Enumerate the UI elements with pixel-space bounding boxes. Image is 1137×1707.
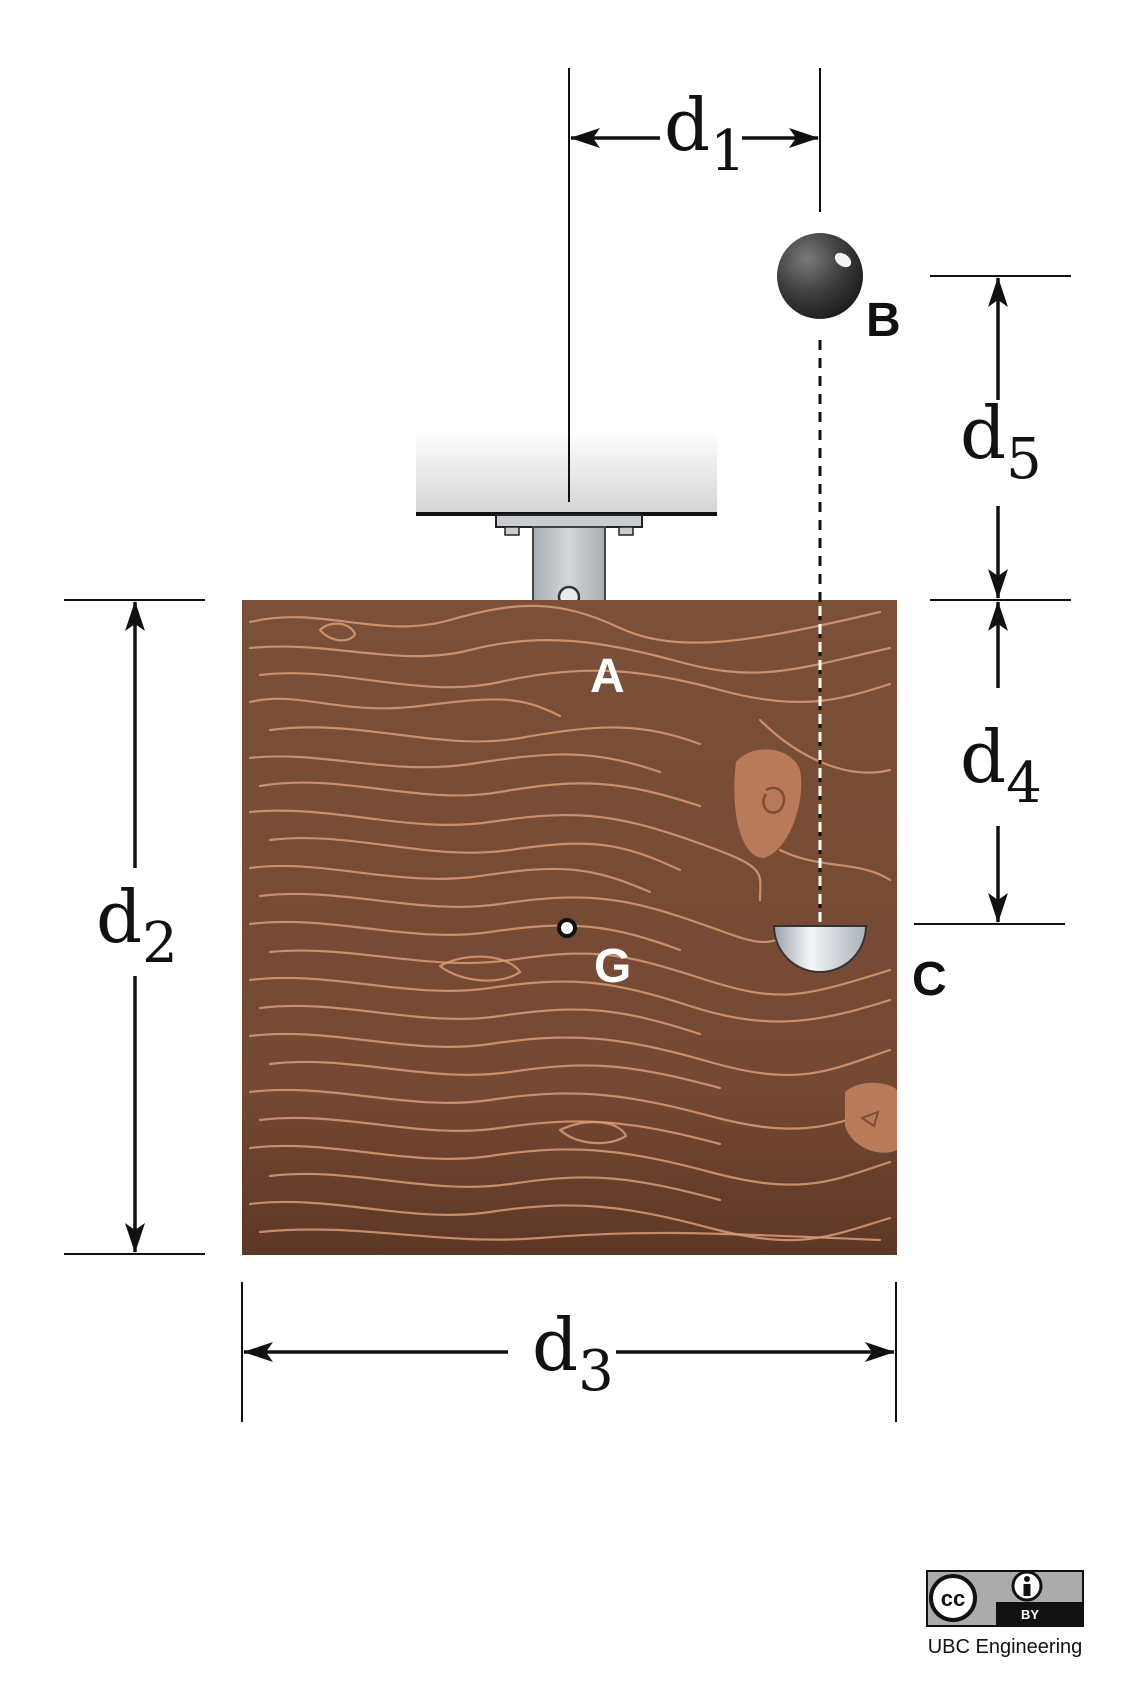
d5-sub: 5: [1006, 427, 1042, 492]
ceiling-block: [416, 430, 717, 514]
wood-knot: [845, 1082, 897, 1153]
d2-main: d: [96, 875, 142, 959]
cc-icon: [929, 1574, 977, 1622]
ball-b: [777, 233, 863, 319]
cup-c: [772, 925, 868, 973]
center-of-mass-g: [557, 918, 577, 938]
svg-text:d5: d5: [960, 391, 1042, 492]
label-g: G: [594, 940, 631, 993]
dimension-d3: d3: [241, 1282, 897, 1422]
d1-sub: 1: [710, 119, 746, 184]
svg-text:d3: d3: [532, 1303, 614, 1404]
label-b: B: [866, 294, 901, 347]
d1-main: d: [664, 83, 710, 167]
cc-license-badge: cc BY UBC Engineering: [926, 1570, 1084, 1658]
wood-knot: [734, 749, 802, 858]
svg-text:d2: d2: [96, 875, 178, 976]
d3-main: d: [532, 1303, 578, 1387]
label-a: A: [590, 650, 625, 703]
d4-main: d: [960, 715, 1006, 799]
dimension-d5: d5: [930, 275, 1071, 601]
d4-sub: 4: [1006, 751, 1042, 816]
svg-text:cc: cc: [941, 1586, 965, 1611]
dimension-d4: d4: [914, 601, 1065, 925]
dimension-d1: d1: [570, 83, 819, 184]
svg-text:d4: d4: [960, 715, 1042, 816]
license-by-text: BY: [1021, 1607, 1039, 1622]
d3-sub: 3: [578, 1339, 614, 1404]
credit-text: UBC Engineering: [928, 1636, 1083, 1658]
wood-grain: [248, 604, 892, 1242]
d2-sub: 2: [142, 911, 178, 976]
d5-main: d: [960, 391, 1006, 475]
svg-text:d1: d1: [664, 83, 746, 184]
label-c: C: [912, 953, 947, 1006]
dimension-d2: d2: [64, 599, 205, 1255]
